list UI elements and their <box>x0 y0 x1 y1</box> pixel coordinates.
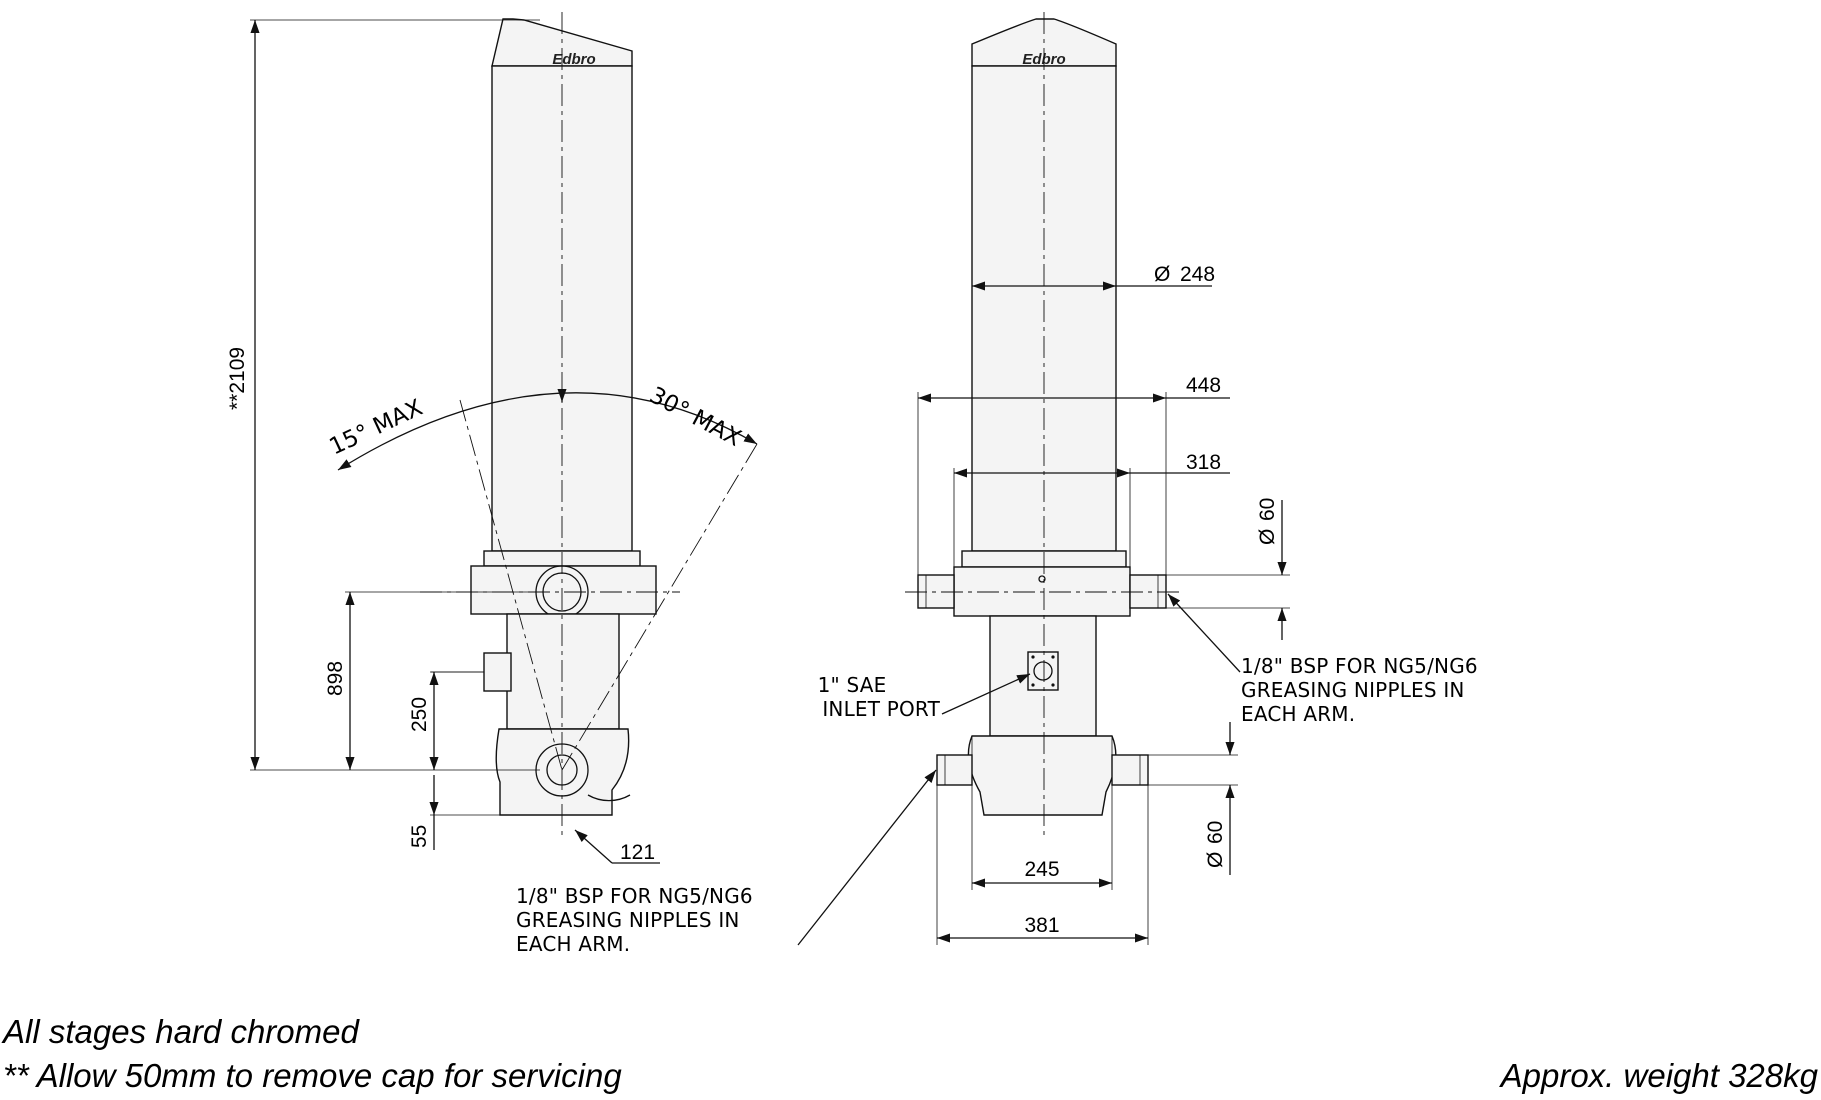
dim-60-upper-symbol: Ø <box>1256 529 1279 545</box>
footer-chromed-note: All stages hard chromed <box>3 1013 359 1050</box>
front-view-trunnion-block <box>953 566 1131 617</box>
dim-60-lower-label: 60 <box>1204 821 1227 844</box>
dim-318-label: 318 <box>1186 451 1221 474</box>
tilt-line-right <box>561 443 758 771</box>
upper-pin-right <box>1129 574 1167 609</box>
footer-weight: Approx. weight 328kg <box>1500 1057 1818 1094</box>
dim-60-upper-label: 60 <box>1256 498 1279 521</box>
footer-cap-note: ** Allow 50mm to remove cap for servicin… <box>3 1057 622 1094</box>
tilt-angle-arc <box>337 392 758 471</box>
lower-pin-right <box>1111 754 1149 786</box>
dim-60-lower-symbol: Ø <box>1204 852 1227 868</box>
inlet-port-leader <box>941 673 1031 715</box>
angle-15-label: 15° MAX <box>326 395 427 461</box>
side-view-logo: Edbro <box>552 51 595 68</box>
angle-30-label: 30° MAX <box>645 382 745 452</box>
front-view: Edbro Ø 248 <box>797 12 1484 946</box>
dim-448-label: 448 <box>1186 374 1221 397</box>
right-greasing-note: 1/8" BSP FOR NG5/NG6 GREASING NIPPLES IN… <box>1241 654 1484 726</box>
dim-245-label: 245 <box>1024 858 1059 881</box>
left-greasing-note: 1/8" BSP FOR NG5/NG6 GREASING NIPPLES IN… <box>516 884 759 956</box>
dim-381-label: 381 <box>1024 914 1059 937</box>
right-greasing-leader <box>1167 593 1241 673</box>
side-view-lower-body <box>506 613 620 730</box>
dim-55-label: 55 <box>408 825 431 848</box>
dim-250-label: 250 <box>408 697 431 732</box>
dim-121-leader <box>574 829 613 864</box>
dim-248-label: 248 <box>1180 263 1215 286</box>
inlet-port-note: 1" SAE INLET PORT <box>818 673 941 721</box>
front-view-lower-body <box>989 615 1097 737</box>
upper-pin-left <box>917 574 955 609</box>
dim-121-label: 121 <box>620 841 655 864</box>
dim-898-label: 898 <box>324 661 347 696</box>
side-view: Edbro 15° MAX 30° MAX **210 <box>226 12 759 956</box>
side-view-trunnion-block <box>470 565 657 615</box>
left-greasing-leader <box>797 769 937 946</box>
dim-2109-label: **2109 <box>226 347 249 410</box>
front-view-base <box>967 735 1117 816</box>
dim-248-symbol: Ø <box>1154 263 1170 286</box>
side-view-inlet-port <box>483 652 512 692</box>
lower-pin-left <box>936 754 973 786</box>
